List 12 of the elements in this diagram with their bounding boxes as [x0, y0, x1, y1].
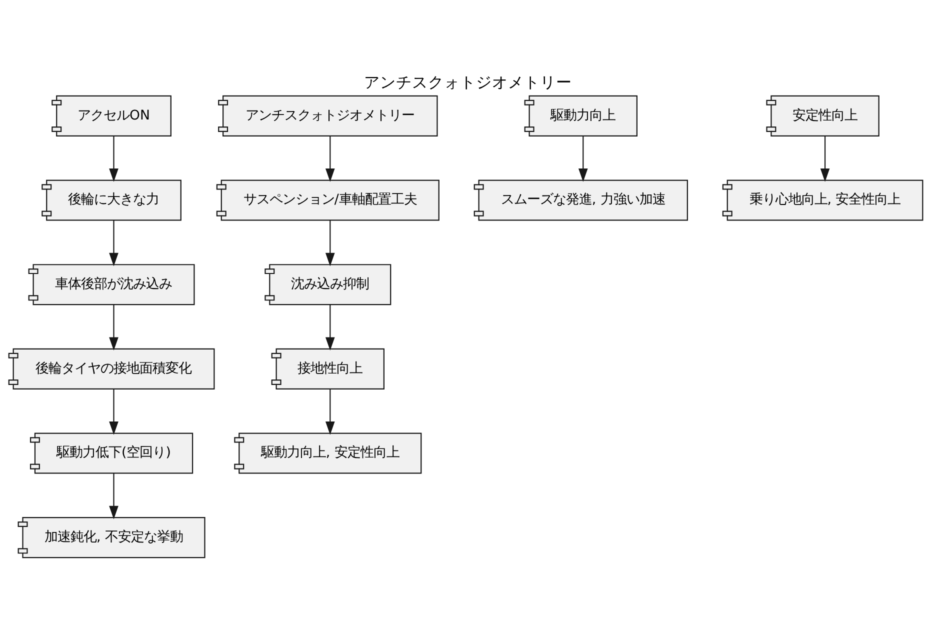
- arrow: [109, 136, 118, 182]
- diagram-title: アンチスクォトジオメトリー: [364, 72, 572, 91]
- arrow: [109, 304, 118, 350]
- arrow: [109, 472, 118, 519]
- arrow: [109, 388, 118, 434]
- arrow: [325, 220, 335, 266]
- arrow: [109, 220, 118, 266]
- arrow: [820, 136, 830, 182]
- arrow: [325, 304, 335, 350]
- arrow: [578, 136, 588, 182]
- arrow: [325, 388, 335, 434]
- arrow: [325, 136, 335, 182]
